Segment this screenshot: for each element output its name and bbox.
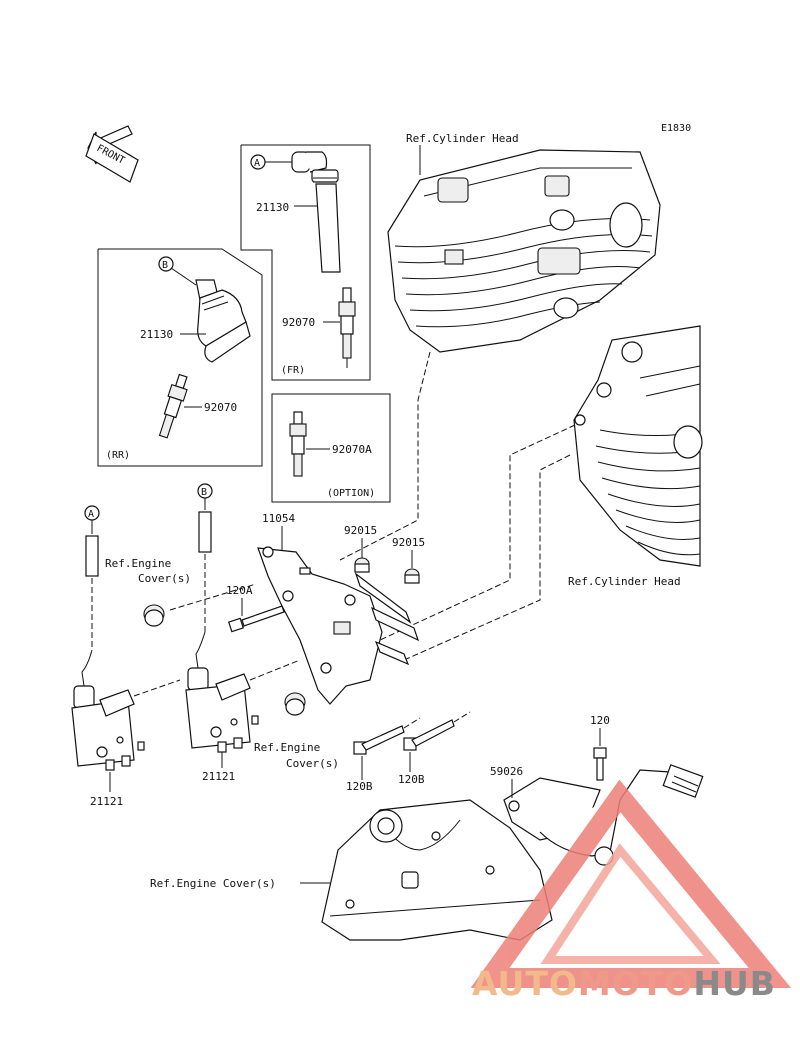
- bolt-120a: [227, 605, 285, 633]
- front-arrow-icon: FRONT: [85, 125, 139, 183]
- bolt-120: [593, 747, 607, 781]
- label-ref-cylinder-head-top: Ref.Cylinder Head: [406, 132, 519, 145]
- watermark-text: AUTOMOTOHUB: [472, 964, 776, 1003]
- lead-wire-a: [85, 535, 99, 577]
- watermark-part-1: AUTO: [472, 964, 578, 1003]
- spark-plug-option: [289, 411, 307, 477]
- grommet-left: [143, 604, 165, 627]
- label-ref-engine-cover-left-2: Cover(s): [138, 572, 191, 585]
- label-ref-engine-cover-mid-2: Cover(s): [286, 757, 339, 770]
- label-92015-a: 92015: [344, 524, 377, 537]
- ref-line-1: [339, 351, 431, 561]
- diagram-code: E1830: [661, 123, 691, 134]
- label-ref-engine-cover-mid-1: Ref.Engine: [254, 741, 320, 754]
- label-120b-b: 120B: [398, 773, 425, 786]
- engine-cover-bottom: [321, 799, 553, 941]
- collar-92015-b: [404, 568, 420, 584]
- callout-b-top: B: [162, 260, 168, 271]
- label-120b-a: 120B: [346, 780, 373, 793]
- label-120: 120: [590, 714, 610, 727]
- label-92015-b: 92015: [392, 536, 425, 549]
- label-11054: 11054: [262, 512, 295, 525]
- ignition-coil-b: [185, 631, 259, 753]
- spark-plug-fr: [338, 287, 356, 368]
- label-21130-rr: 21130: [140, 328, 173, 341]
- label-21121-b: 21121: [202, 770, 235, 783]
- bolt-120b-b: [403, 719, 455, 751]
- label-21130-fr: 21130: [256, 201, 289, 214]
- collar-92015-a: [354, 557, 370, 573]
- ref-line-3: [403, 454, 571, 661]
- watermark-part-3: HUB: [693, 964, 776, 1003]
- coil-bracket: [257, 546, 383, 705]
- label-21121-a: 21121: [90, 795, 123, 808]
- label-92070-fr: 92070: [282, 316, 315, 329]
- label-ref-engine-cover-left-1: Ref.Engine: [105, 557, 171, 570]
- cylinder-head-right: [573, 325, 703, 567]
- watermark-logo: [470, 779, 792, 988]
- label-ref-engine-covers-bottom: Ref.Engine Cover(s): [150, 877, 276, 890]
- rr-box: (RR) B 21130 92070: [97, 248, 263, 467]
- callout-a-lead: A: [88, 509, 94, 520]
- spark-plug-rr: [158, 373, 188, 439]
- grommet-mid: [284, 692, 306, 716]
- bolt-120b-a: [353, 725, 405, 755]
- plug-cap-fr: [291, 151, 341, 273]
- studs: [354, 572, 420, 666]
- watermark-part-2: MOTO: [578, 964, 693, 1003]
- lead-wire-b: [198, 511, 212, 553]
- label-59026: 59026: [490, 765, 523, 778]
- label-ref-cylinder-head-right: Ref.Cylinder Head: [568, 575, 681, 588]
- label-92070a: 92070A: [332, 443, 372, 456]
- cylinder-head-top: [387, 149, 661, 353]
- callout-a-top: A: [254, 158, 260, 169]
- option-box-label: (OPTION): [327, 488, 375, 499]
- fr-box-label: (FR): [281, 365, 305, 376]
- fr-box: (FR) A 21130 92070: [240, 144, 371, 381]
- option-box: (OPTION) 92070A: [271, 393, 391, 503]
- plug-cap-rr: [195, 279, 251, 363]
- callout-b-lead: B: [201, 487, 207, 498]
- label-92070-rr: 92070: [204, 401, 237, 414]
- label-120a: 120A: [226, 584, 253, 597]
- ignition-coil-a: [71, 649, 145, 771]
- rr-box-label: (RR): [106, 450, 130, 461]
- ref-line-2: [379, 424, 576, 641]
